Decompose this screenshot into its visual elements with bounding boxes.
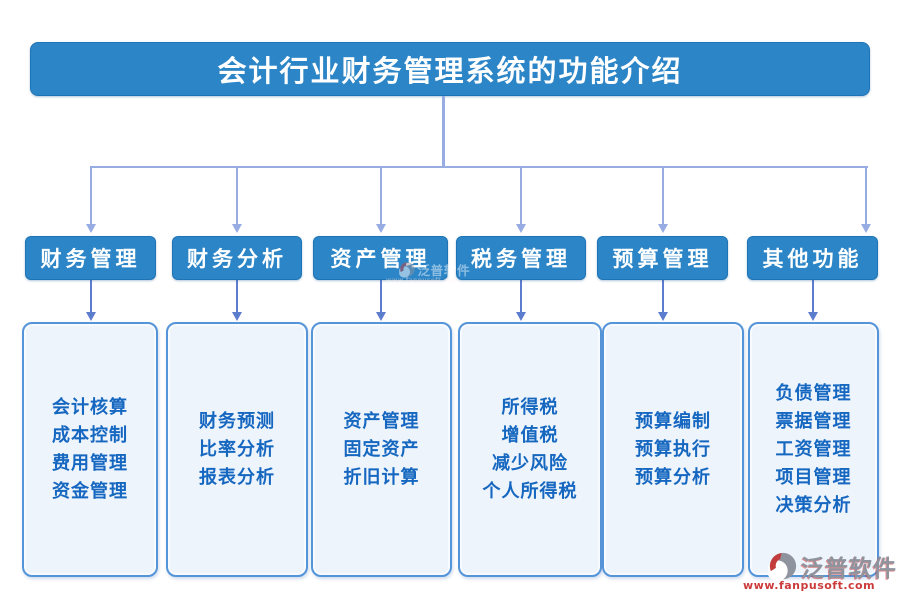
feature-item: 工资管理 <box>775 438 852 460</box>
panel-arrow-down-icon <box>516 312 526 321</box>
feature-item: 会计核算 <box>52 396 128 418</box>
branch-header-1: 财务管理 <box>25 236 156 280</box>
feature-item: 折旧计算 <box>343 466 420 488</box>
feature-item: 减少风险 <box>492 452 568 474</box>
panel-arrow-down-icon <box>85 312 96 321</box>
fanpu-logo-icon <box>399 262 415 278</box>
feature-item: 负债管理 <box>775 382 852 404</box>
branch-header-2: 财务分析 <box>172 236 302 280</box>
branch-header-3: 资产管理 <box>313 236 448 280</box>
feature-panel-5: 预算编制预算执行预算分析 <box>602 322 744 577</box>
header-to-panel-line <box>520 280 522 313</box>
feature-item: 预算编制 <box>635 410 711 432</box>
branch-arrow-down-icon <box>85 224 96 233</box>
panel-arrow-down-icon <box>657 312 668 321</box>
watermark-url-text: www.fanpusoft.com <box>743 579 876 592</box>
panel-arrow-down-icon <box>375 312 386 321</box>
branch-arrow-down-icon <box>861 224 871 233</box>
watermark-brand-text: 泛普软件 <box>801 556 897 582</box>
feature-item: 票据管理 <box>775 410 852 432</box>
branch-arrow-down-icon <box>232 224 242 233</box>
feature-item: 预算执行 <box>635 438 711 460</box>
branch-drop-line <box>379 166 382 225</box>
header-to-panel-line <box>811 280 814 313</box>
branch-drop-line <box>236 166 238 225</box>
feature-item: 财务预测 <box>199 410 275 432</box>
branch-header-label: 税务管理 <box>471 246 571 271</box>
feature-item: 成本控制 <box>52 424 128 446</box>
branch-header-label: 财务分析 <box>187 246 287 271</box>
feature-item: 所得税 <box>501 396 559 418</box>
header-to-panel-line <box>379 280 382 313</box>
branch-arrow-down-icon <box>375 224 386 233</box>
branch-header-5: 预算管理 <box>597 236 728 280</box>
feature-panel-2: 财务预测比率分析报表分析 <box>166 322 308 577</box>
branch-drop-line <box>661 166 664 225</box>
feature-item: 个人所得税 <box>482 480 578 502</box>
feature-item: 决策分析 <box>775 494 852 516</box>
header-to-panel-line <box>236 280 238 313</box>
trunk-line <box>441 96 445 167</box>
feature-panel-6: 负债管理票据管理工资管理项目管理决策分析 <box>748 322 879 577</box>
fanpu-logo-icon <box>768 552 797 581</box>
feature-item: 报表分析 <box>199 466 275 488</box>
chart-title: 会计行业财务管理系统的功能介绍 <box>30 42 870 96</box>
feature-panel-1: 会计核算成本控制费用管理资金管理 <box>22 322 158 577</box>
feature-item: 资产管理 <box>343 410 420 432</box>
panel-arrow-down-icon <box>807 312 818 321</box>
branch-drop-line <box>89 166 92 225</box>
branch-arrow-down-icon <box>516 224 526 233</box>
branch-header-label: 预算管理 <box>612 246 713 271</box>
branch-header-4: 税务管理 <box>456 236 586 280</box>
watermark-main: 泛普软件 <box>768 549 897 583</box>
branch-header-label: 其他功能 <box>762 246 863 271</box>
chart-title-text: 会计行业财务管理系统的功能介绍 <box>217 54 683 88</box>
feature-panel-3: 资产管理固定资产折旧计算 <box>311 322 452 577</box>
feature-item: 项目管理 <box>775 466 852 488</box>
feature-panel-4: 所得税增值税减少风险个人所得税 <box>458 322 602 577</box>
watermark-brand-text: 泛普软件 <box>417 263 471 279</box>
branch-header-label: 财务管理 <box>40 246 141 271</box>
watermark-url-text: www.fanpusoft.com <box>386 276 459 284</box>
branch-drop-line <box>865 166 867 225</box>
branch-drop-line <box>520 166 522 225</box>
panel-arrow-down-icon <box>232 312 242 321</box>
rail-line <box>89 166 868 168</box>
branch-arrow-down-icon <box>657 224 668 233</box>
feature-item: 增值税 <box>501 424 559 446</box>
header-to-panel-line <box>89 280 92 313</box>
watermark-faint: 泛普软件 www.fanpusoft.com <box>386 260 471 285</box>
feature-item: 费用管理 <box>52 452 128 474</box>
branch-header-6: 其他功能 <box>747 236 878 280</box>
feature-item: 比率分析 <box>199 438 275 460</box>
header-to-panel-line <box>661 280 664 313</box>
feature-item: 固定资产 <box>343 438 420 460</box>
feature-item: 预算分析 <box>635 466 711 488</box>
feature-item: 资金管理 <box>52 480 128 502</box>
